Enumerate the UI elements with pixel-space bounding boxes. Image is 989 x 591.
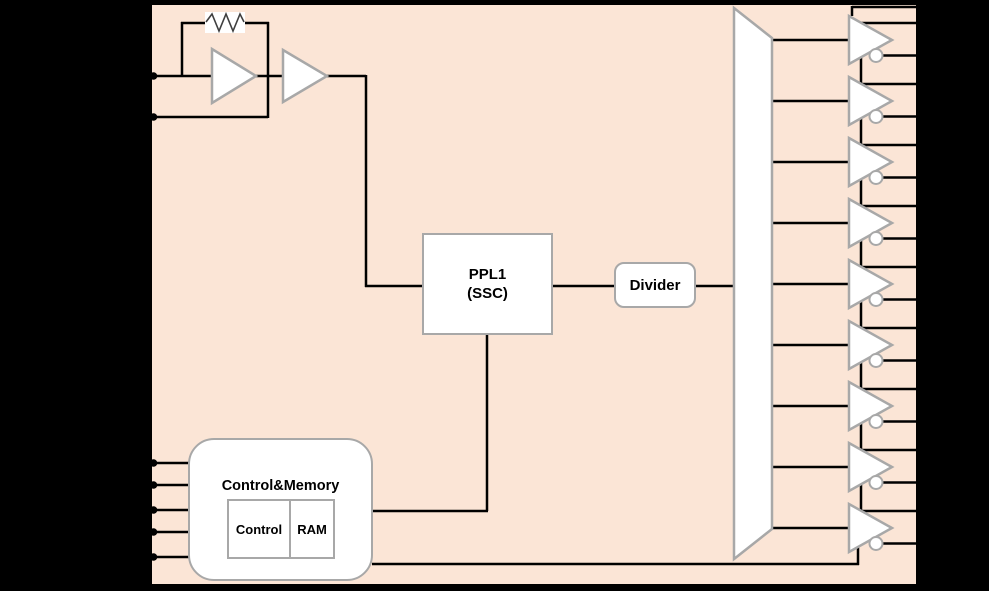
pin-dot (149, 459, 158, 467)
control-cell: Control (229, 501, 291, 557)
inverting-bubble-icon (868, 231, 884, 246)
pin-dot (149, 528, 158, 536)
inverting-bubble-icon (868, 414, 884, 429)
osc-buffer-icon (281, 47, 330, 105)
control-memory-block: Control&Memory Control RAM (188, 438, 373, 581)
divider-block: Divider (614, 262, 696, 308)
pin-dot (149, 481, 158, 489)
ram-label: RAM (297, 521, 327, 537)
pll-label-line2: (SSC) (467, 285, 508, 302)
pin-dot (149, 113, 158, 121)
inverting-bubble-icon (868, 48, 884, 63)
ram-cell: RAM (291, 501, 333, 557)
divider-label: Divider (629, 276, 681, 294)
osc-inverter-icon (210, 46, 259, 106)
inverting-bubble-icon (868, 536, 884, 551)
control-memory-inner-box: Control RAM (227, 499, 335, 559)
inverting-bubble-icon (868, 109, 884, 124)
control-label: Control (235, 521, 283, 537)
pll-block: PPL1 (SSC) (422, 233, 553, 335)
inverting-bubble-icon (868, 353, 884, 368)
wire-layer (151, 21, 859, 566)
pll-label-line1: PPL1 (468, 266, 507, 283)
inverting-bubble-icon (868, 475, 884, 490)
inverting-bubble-icon (868, 292, 884, 307)
control-memory-title: Control&Memory (221, 478, 340, 494)
pin-dot (149, 553, 158, 561)
pin-dot (149, 506, 158, 514)
inverting-bubble-icon (868, 170, 884, 185)
resistor-icon (205, 11, 245, 34)
fanout-mux-icon (732, 5, 774, 562)
pin-dot (149, 72, 158, 80)
